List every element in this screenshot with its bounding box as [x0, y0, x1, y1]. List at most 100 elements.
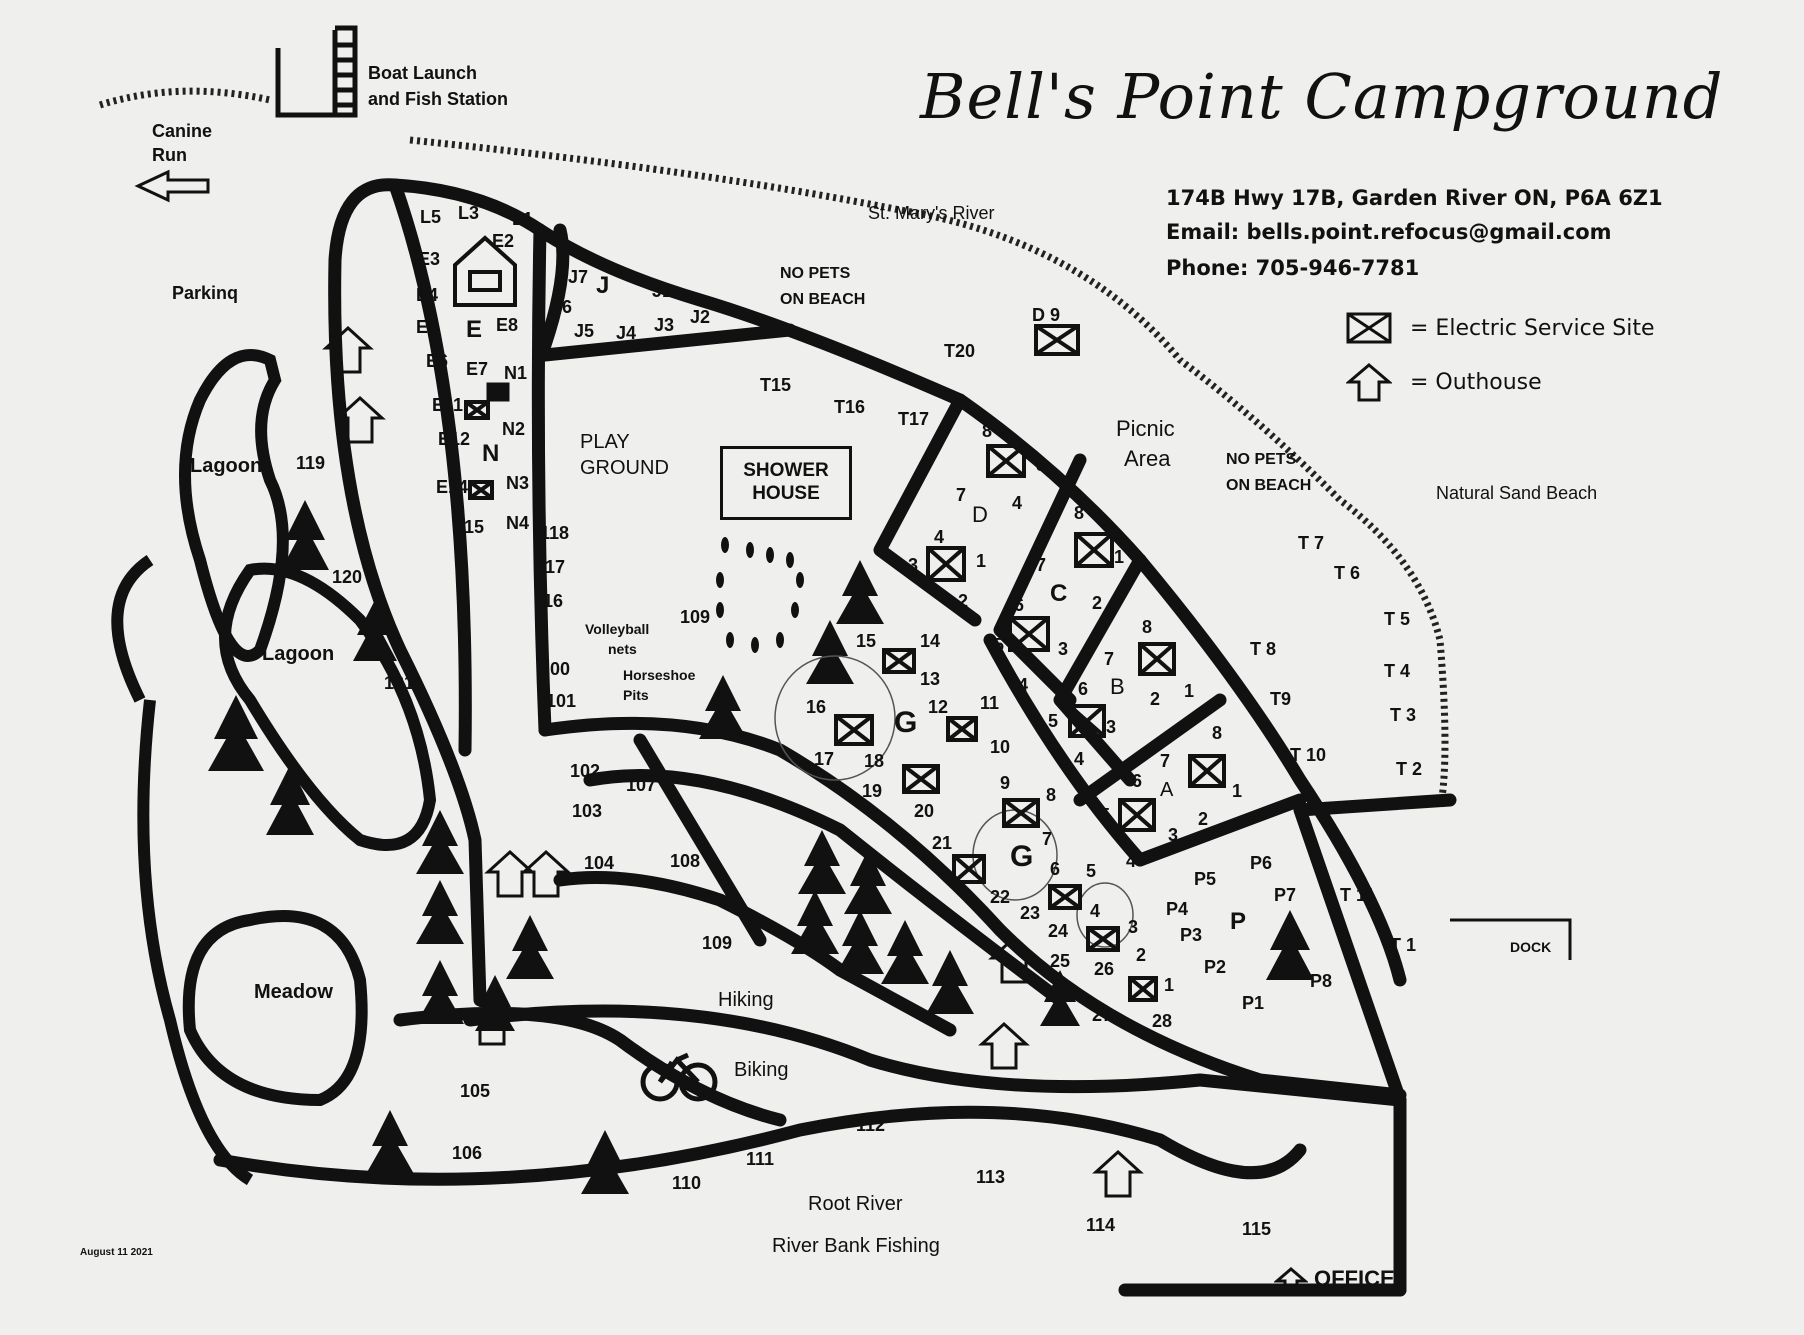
site-label-b2: 2	[1150, 689, 1161, 709]
zone-j: J	[596, 272, 610, 299]
site-label-s112: 112	[856, 1115, 886, 1135]
outhouse-icon	[520, 849, 572, 898]
site-label-g28: 28	[1152, 1011, 1173, 1031]
lagoon-label-2: Lagoon	[262, 643, 335, 665]
electric-site-icon	[1086, 926, 1120, 952]
site-label-c8: 8	[1074, 503, 1085, 523]
site-label-t16: T16	[834, 397, 866, 417]
shower-house-line1: SHOWER	[743, 460, 829, 482]
site-label-s109b: 109	[702, 933, 733, 953]
outhouse-icon	[334, 395, 386, 444]
site-label-d9: D 9	[1032, 305, 1061, 325]
volleyball-label-1: Volleyball	[585, 621, 650, 637]
site-label-p2: P2	[1204, 957, 1227, 977]
horseshoe-label-2: Pits	[623, 687, 649, 703]
site-label-g1: 1	[1164, 975, 1175, 995]
outhouse-icon	[988, 935, 1040, 984]
cabin-icon	[453, 235, 517, 307]
site-label-e12: E12	[438, 429, 471, 449]
site-label-e3: E3	[418, 249, 441, 269]
site-label-d2: 2	[958, 591, 969, 611]
site-label-d1: 1	[976, 551, 987, 571]
outhouses	[322, 325, 1144, 1198]
meadow-label: Meadow	[254, 981, 333, 1003]
site-label-g9: 9	[1000, 773, 1011, 793]
site-label-g16: 16	[806, 697, 827, 717]
site-label-d5: 5	[1036, 455, 1047, 475]
site-label-a3: 3	[1168, 825, 1179, 845]
site-label-t10: T 10	[1290, 745, 1327, 765]
volleyball-label-2: nets	[608, 641, 637, 657]
site-label-b1: 1	[1184, 681, 1195, 701]
boat-launch-label-2: and Fish Station	[368, 89, 509, 109]
trees	[208, 500, 1314, 1194]
site-label-t5: T 5	[1384, 609, 1411, 629]
phone-line: Phone: 705-946-7781	[1166, 256, 1420, 280]
site-label-d4b: 4	[934, 527, 945, 547]
site-label-g20: 20	[914, 801, 935, 821]
site-label-d8: 8	[982, 421, 993, 441]
outhouse-icon	[1092, 1149, 1144, 1198]
picnic-area-label-1: Picnic	[1116, 416, 1175, 441]
site-label-d7: 7	[956, 485, 967, 505]
site-label-s102: 102	[570, 761, 601, 781]
site-label-g12: 12	[928, 697, 949, 717]
site-label-n2: N2	[502, 419, 526, 439]
site-label-g13: 13	[920, 669, 941, 689]
site-label-g18: 18	[864, 751, 885, 771]
date-label: August 11 2021	[80, 1247, 153, 1258]
electric-site-icon	[1138, 642, 1176, 676]
site-label-s117: 117	[536, 557, 566, 577]
river-bank-fishing-label: River Bank Fishing	[772, 1235, 940, 1257]
electric-site-icon	[926, 546, 966, 582]
electric-site-icon	[952, 854, 986, 884]
site-label-t15: T15	[760, 375, 792, 395]
electric-site-icon	[882, 648, 916, 674]
natural-sand-beach-label: Natural Sand Beach	[1436, 483, 1598, 503]
site-label-g19: 19	[862, 781, 883, 801]
horseshoe-label-1: Horseshoe	[623, 667, 696, 683]
zone-a: A	[1160, 779, 1174, 801]
no-pets-label-2b: ON BEACH	[1226, 477, 1312, 494]
outhouse-icon	[322, 325, 374, 374]
site-label-s120: 120	[332, 567, 363, 587]
site-label-c7: 7	[1036, 555, 1047, 575]
electric-site-icon	[946, 716, 978, 742]
site-label-l3: L3	[458, 203, 480, 223]
zone-g-lower: G	[1010, 840, 1034, 873]
electric-site-icon	[1002, 798, 1040, 828]
site-label-g11: 11	[980, 693, 1000, 713]
site-label-t4: T 4	[1384, 661, 1411, 681]
site-label-e4: E4	[416, 285, 439, 305]
site-label-s114: 114	[1086, 1215, 1116, 1235]
site-label-a6: 6	[1132, 771, 1143, 791]
site-label-s119: 119	[296, 453, 326, 473]
zone-p: P	[1230, 908, 1247, 935]
office-arrow-icon	[1274, 1267, 1308, 1296]
site-label-g21: 21	[932, 833, 953, 853]
zone-g-upper: G	[894, 706, 918, 739]
site-label-b4: 4	[1074, 749, 1085, 769]
roads	[213, 178, 1457, 1297]
site-label-l5: L5	[420, 207, 442, 227]
legend-outhouse: = Outhouse	[1346, 362, 1542, 402]
site-label-g14: 14	[920, 631, 941, 651]
shoreline	[98, 87, 1449, 811]
site-label-e14: E14	[436, 477, 469, 497]
shower-house: SHOWER HOUSE	[720, 446, 852, 520]
site-label-j6: J6	[552, 297, 573, 317]
outhouse-icon	[1346, 363, 1392, 402]
bike-icon	[640, 1052, 718, 1102]
legend-electric-text: = Electric Service Site	[1410, 315, 1655, 341]
legend-outhouse-text: = Outhouse	[1410, 369, 1542, 395]
st-marys-river-label: St. Mary's River	[868, 203, 995, 223]
site-label-n4: N4	[506, 513, 530, 533]
site-label-s110: 110	[672, 1173, 702, 1193]
site-label-s115: 115	[1242, 1219, 1272, 1239]
site-label-p5: P5	[1194, 869, 1217, 889]
site-label-g6: 6	[1050, 859, 1061, 879]
site-label-l1: L1	[512, 209, 534, 229]
site-label-s109a: 109	[680, 607, 711, 627]
